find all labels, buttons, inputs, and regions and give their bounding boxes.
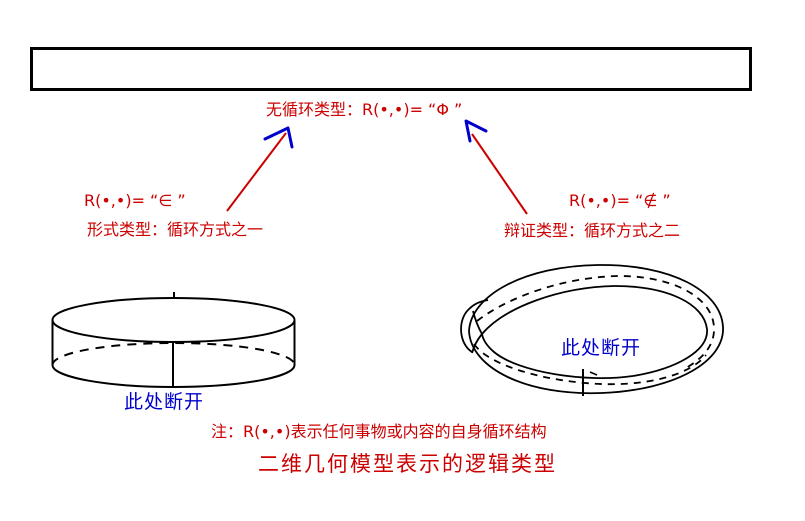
right-type-label: 辩证类型：循环方式之二: [504, 221, 681, 240]
mobius-bottom-centerline-dashed: [473, 343, 707, 386]
mobius-inner-edge: [481, 285, 708, 379]
cylinder-break-label: 此处断开: [124, 391, 205, 413]
cylinder-bottom-back-edge-dashed: [51, 342, 296, 366]
right-arrow-shaft: [471, 133, 528, 215]
mobius-top-centerline-dashed: [476, 275, 715, 370]
mobius-twist-cross-lower: [471, 333, 483, 354]
left-type-label: 形式类型：循环方式之一: [87, 220, 264, 239]
root-type-label: 无循环类型：R(•,•)= “Φ ”: [266, 100, 463, 119]
right-formula-label: R(•,•)= “∉ ”: [569, 191, 671, 210]
cylinder-top-ellipse: [51, 297, 296, 343]
right-arrow: [464, 119, 528, 215]
left-arrow: [226, 126, 294, 212]
mobius-outer-edge: [468, 264, 724, 395]
cylinder-figure: [51, 292, 296, 388]
left-arrowhead-icon: [263, 126, 294, 149]
footnote: 注：R(•,•)表示任何事物或内容的自身循环结构: [211, 422, 547, 441]
mobius-figure: [460, 264, 724, 396]
mobius-twist-cross-upper: [472, 310, 483, 335]
right-arrowhead-icon: [464, 119, 488, 143]
page-title: 二维几何模型表示的逻辑类型: [258, 452, 557, 476]
left-arrow-shaft: [226, 132, 287, 212]
mobius-break-label: 此处断开: [561, 337, 642, 359]
mobius-fold-curve: [460, 299, 489, 353]
header-box: [30, 47, 752, 91]
mobius-break-tick: [589, 371, 598, 376]
left-formula-label: R(•,•)= “∈ ”: [84, 191, 186, 210]
